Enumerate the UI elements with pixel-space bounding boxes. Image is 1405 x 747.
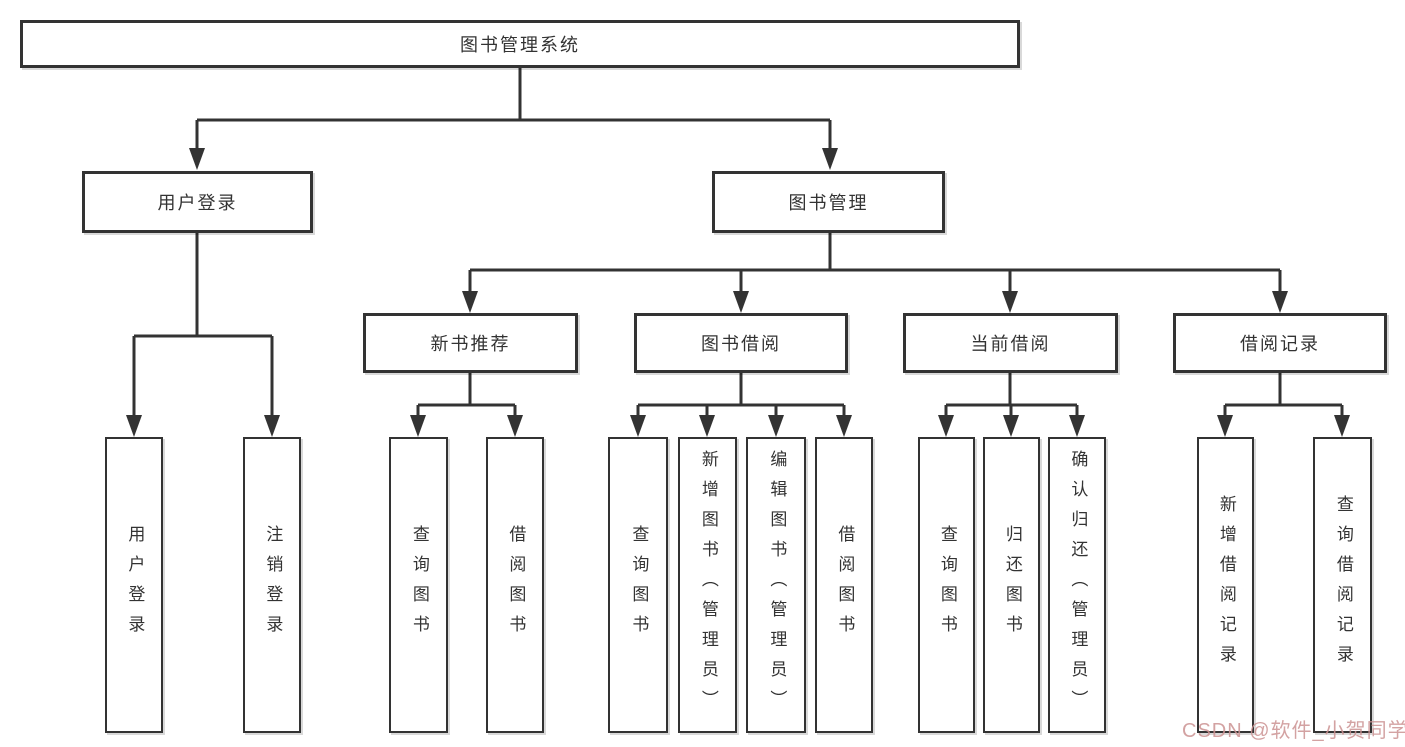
arrowheads [126, 148, 1350, 437]
arrowhead [1002, 291, 1018, 313]
new-book-connector [416, 373, 517, 417]
arrowhead [699, 415, 715, 437]
arrowhead [1003, 415, 1019, 437]
arrowhead [630, 415, 646, 437]
leaf-return-books: 归还图书 [983, 437, 1040, 733]
leaf-query-books-recommend: 查询图书 [389, 437, 448, 733]
leaf-label: 查询图书 [937, 525, 957, 645]
borrow-records-connector [1223, 373, 1344, 417]
book-borrow-connector [636, 373, 846, 417]
leaf-query-borrow-record: 查询借阅记录 [1313, 437, 1372, 733]
node-current-borrow: 当前借阅 [903, 313, 1118, 373]
leaf-label: 新增借阅记录 [1216, 495, 1236, 675]
leaf-user-login: 用户登录 [105, 437, 163, 733]
node-book-borrow: 图书借阅 [634, 313, 848, 373]
leaf-add-borrow-record: 新增借阅记录 [1197, 437, 1254, 733]
arrowhead [264, 415, 280, 437]
arrowhead [410, 415, 426, 437]
node-borrow-records: 借阅记录 [1173, 313, 1387, 373]
arrowhead [126, 415, 142, 437]
arrowhead [462, 291, 478, 313]
arrowhead [189, 148, 205, 170]
leaf-label: 借阅图书 [835, 525, 855, 645]
leaf-label: 借阅图书 [506, 525, 526, 645]
arrowhead [938, 415, 954, 437]
arrowhead [836, 415, 852, 437]
leaf-label: 查询图书 [629, 525, 649, 645]
leaf-label: 确认归还（管理员） [1068, 450, 1088, 720]
arrowhead [1334, 415, 1350, 437]
leaf-confirm-return-admin: 确认归还（管理员） [1048, 437, 1106, 733]
arrowhead [1272, 291, 1288, 313]
arrowhead [733, 291, 749, 313]
node-root-library-system: 图书管理系统 [20, 20, 1020, 68]
arrowhead [1069, 415, 1085, 437]
leaf-query-books-borrow: 查询图书 [608, 437, 668, 733]
leaf-query-books-current: 查询图书 [918, 437, 975, 733]
leaf-borrow-books-recommend: 借阅图书 [486, 437, 544, 733]
arrowhead [768, 415, 784, 437]
arrowhead [1217, 415, 1233, 437]
leaf-edit-books-admin: 编辑图书（管理员） [746, 437, 806, 733]
node-user-login: 用户登录 [82, 171, 313, 233]
node-book-management: 图书管理 [712, 171, 945, 233]
book-management-connector [468, 233, 1282, 293]
user-login-connector [132, 233, 274, 417]
arrowhead [507, 415, 523, 437]
leaf-logout: 注销登录 [243, 437, 301, 733]
arrowhead [822, 148, 838, 170]
leaf-label: 查询借阅记录 [1333, 495, 1353, 675]
leaf-label: 新增图书（管理员） [698, 450, 718, 720]
root-connector [195, 68, 832, 150]
leaf-label: 用户登录 [125, 525, 145, 645]
leaf-label: 归还图书 [1002, 525, 1022, 645]
leaf-label: 编辑图书（管理员） [767, 450, 787, 720]
current-borrow-connector [944, 373, 1079, 417]
leaf-label: 查询图书 [409, 525, 429, 645]
node-new-book-recommend: 新书推荐 [363, 313, 578, 373]
csdn-watermark: CSDN @软件_小贺同学 [1182, 720, 1405, 742]
leaf-add-books-admin: 新增图书（管理员） [678, 437, 737, 733]
leaf-label: 注销登录 [263, 525, 283, 645]
leaf-borrow-books: 借阅图书 [815, 437, 873, 733]
